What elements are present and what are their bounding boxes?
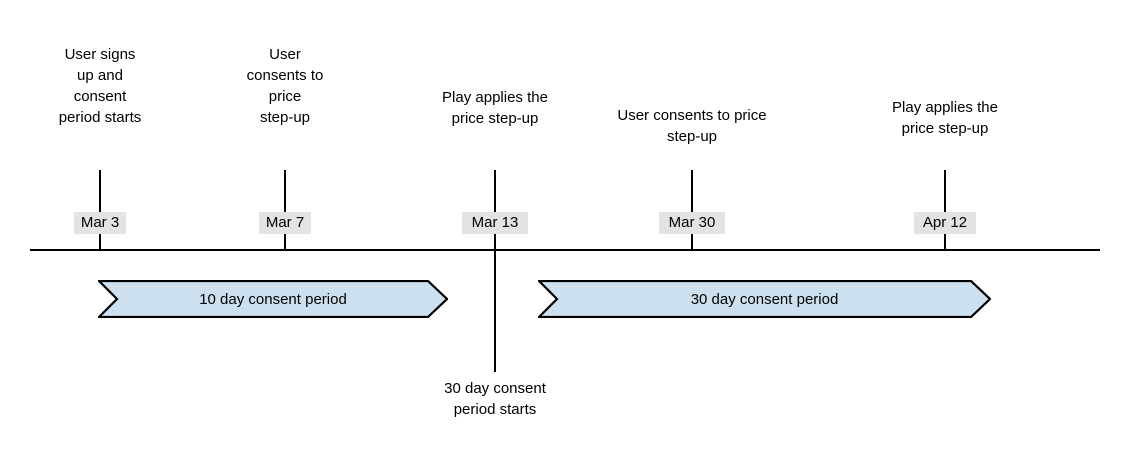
date-chip-mar-13: Mar 13	[462, 212, 528, 234]
date-chip-apr-12: Apr 12	[914, 212, 976, 234]
timeline-axis	[30, 249, 1100, 251]
chevron-shape-icon	[98, 280, 448, 318]
event-label-stepup-applied-1: Play applies the price step-up	[442, 89, 548, 127]
tick-line-signup-upper	[99, 170, 101, 212]
tick-line-stepup-2-lower	[944, 234, 946, 251]
tick-line-consent-10day-upper	[284, 170, 286, 212]
tick-line-consent-10day-lower	[284, 234, 286, 251]
tick-line-stepup-2-upper	[944, 170, 946, 212]
tick-line-signup-lower	[99, 234, 101, 251]
event-label-stepup-applied-2: Play applies the price step-up	[892, 99, 998, 137]
banner-consent-period-30: 30 day consent period	[538, 280, 991, 318]
date-chip-mar-7: Mar 7	[259, 212, 311, 234]
date-chip-mar-3: Mar 3	[74, 212, 126, 234]
event-label-signup: User signs up and consent period starts	[58, 46, 142, 126]
tick-line-stepup-1-lower	[494, 234, 496, 372]
tick-line-consent-30day-lower	[691, 234, 693, 251]
event-label-consent-10day: User consents to price step-up	[246, 46, 324, 126]
annotation-thirty-day-start: 30 day consent period starts	[444, 380, 546, 418]
chevron-shape-icon	[538, 280, 991, 318]
tick-line-stepup-1-upper	[494, 170, 496, 212]
tick-line-consent-30day-upper	[691, 170, 693, 212]
event-label-consent-30day: User consents to price step-up	[617, 107, 767, 145]
date-chip-mar-30: Mar 30	[659, 212, 725, 234]
banner-consent-period-10: 10 day consent period	[98, 280, 448, 318]
